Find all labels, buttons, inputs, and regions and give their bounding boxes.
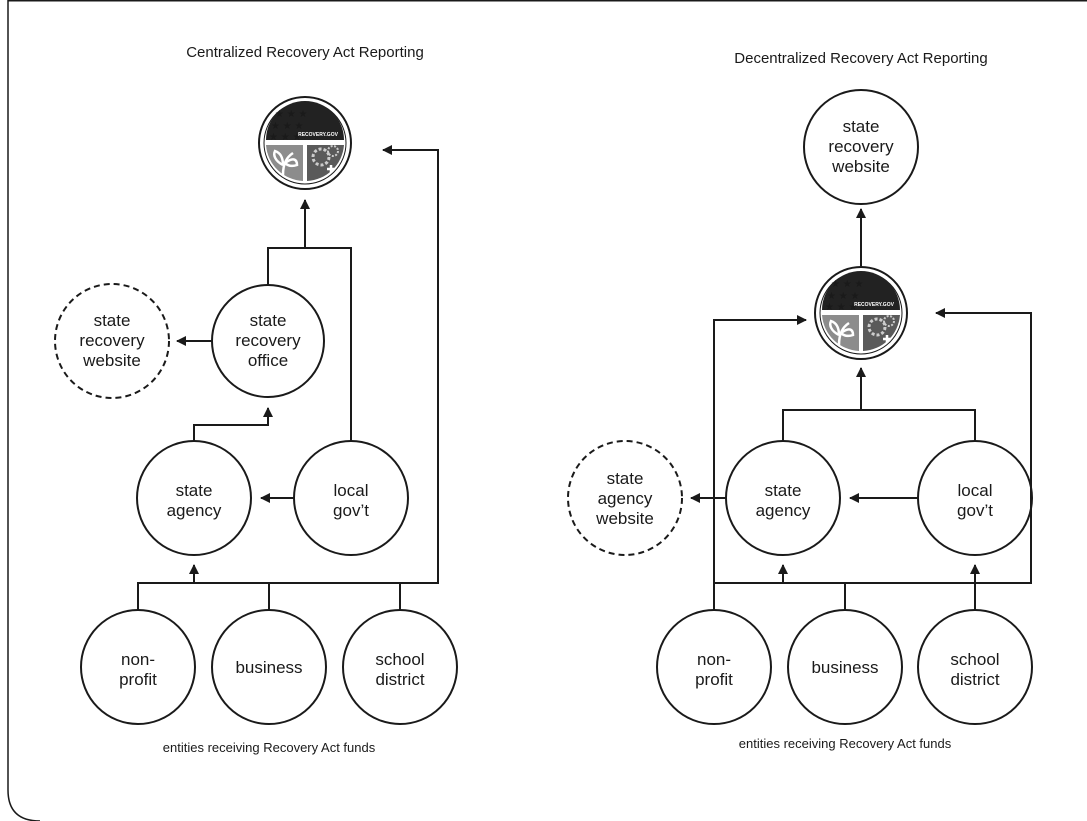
node-label-line: state bbox=[765, 481, 802, 500]
node-state-agency-website: state agency website bbox=[567, 440, 683, 556]
node-label-line: state bbox=[843, 117, 880, 136]
node-label-line: agency bbox=[756, 501, 811, 520]
node-school-district: school district bbox=[342, 609, 458, 725]
node-business: business bbox=[211, 609, 327, 725]
decentralized-caption: entities receiving Recovery Act funds bbox=[739, 736, 952, 751]
panel-border bbox=[7, 0, 41, 821]
decentralized-connectors bbox=[690, 208, 1032, 610]
node-label-line: district bbox=[950, 670, 999, 689]
node-label-line: non- bbox=[121, 650, 155, 669]
node-label-line: gov’t bbox=[333, 501, 369, 520]
node-business: business bbox=[787, 609, 903, 725]
node-state-agency: state agency bbox=[725, 440, 841, 556]
node-label-line: gov’t bbox=[957, 501, 993, 520]
node-label-line: website bbox=[831, 157, 890, 176]
node-label-line: business bbox=[811, 658, 878, 677]
node-label-line: district bbox=[375, 670, 424, 689]
decentralized-title: Decentralized Recovery Act Reporting bbox=[734, 50, 987, 67]
node-label-line: recovery bbox=[235, 331, 301, 350]
node-label-line: school bbox=[375, 650, 424, 669]
node-label-line: state bbox=[94, 311, 131, 330]
node-label-line: agency bbox=[167, 501, 222, 520]
centralized-connectors bbox=[137, 145, 439, 610]
node-label-line: website bbox=[595, 509, 654, 528]
node-local-govt: local gov’t bbox=[917, 440, 1033, 556]
centralized-title: Centralized Recovery Act Reporting bbox=[186, 44, 424, 61]
node-label-line: recovery bbox=[828, 137, 894, 156]
node-label-line: school bbox=[950, 650, 999, 669]
node-non-profit: non- profit bbox=[80, 609, 196, 725]
node-school-district: school district bbox=[917, 609, 1033, 725]
node-label-line: local bbox=[958, 481, 993, 500]
node-label-line: office bbox=[248, 351, 288, 370]
seal-logo-text: RECOVERY.GOV bbox=[298, 132, 338, 138]
node-label-line: business bbox=[235, 658, 302, 677]
seal-logo-text: RECOVERY.GOV bbox=[854, 302, 894, 308]
centralized-diagram: Centralized Recovery Act Reporting RECOV… bbox=[54, 44, 458, 755]
node-non-profit: non- profit bbox=[656, 609, 772, 725]
node-local-govt: local gov’t bbox=[293, 440, 409, 556]
node-label-line: local bbox=[334, 481, 369, 500]
node-state-recovery-website: state recovery website bbox=[803, 89, 919, 205]
node-label-line: state bbox=[176, 481, 213, 500]
node-label-line: agency bbox=[598, 489, 653, 508]
node-state-agency: state agency bbox=[136, 440, 252, 556]
node-label-line: profit bbox=[119, 670, 157, 689]
node-label-line: recovery bbox=[79, 331, 145, 350]
node-label-line: profit bbox=[695, 670, 733, 689]
node-label-line: non- bbox=[697, 650, 731, 669]
recovery-gov-seal-icon: RECOVERY.GOV bbox=[257, 95, 353, 191]
decentralized-diagram: Decentralized Recovery Act Reporting sta… bbox=[567, 50, 1033, 751]
node-label-line: website bbox=[82, 351, 141, 370]
node-label-line: state bbox=[250, 311, 287, 330]
centralized-caption: entities receiving Recovery Act funds bbox=[163, 740, 376, 755]
node-label-line: state bbox=[607, 469, 644, 488]
node-state-recovery-office: state recovery office bbox=[211, 284, 325, 398]
recovery-gov-seal-icon: RECOVERY.GOV bbox=[813, 265, 909, 361]
node-state-recovery-website: state recovery website bbox=[54, 283, 170, 399]
